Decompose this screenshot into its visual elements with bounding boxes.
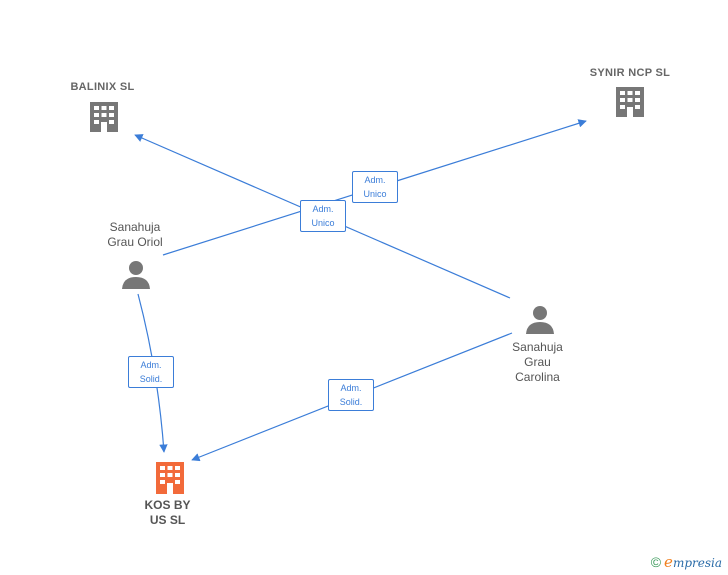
node-label-line: Sanahuja: [109, 220, 161, 234]
node-label-line: US SL: [149, 513, 186, 527]
node-label-line: Sanahuja: [512, 340, 563, 354]
node-label-balinix[interactable]: BALINIX SL: [70, 81, 135, 93]
node-label-carolina[interactable]: Sanahuja Grau Carolina: [495, 340, 580, 385]
node-label-line: Carolina: [515, 370, 560, 384]
edge-label-adm-unico[interactable]: Adm. Unico: [300, 200, 346, 232]
person-icon[interactable]: [122, 261, 150, 289]
edge-label-line: Adm.: [340, 383, 362, 393]
edge-label-adm-solid[interactable]: Adm. Solid.: [128, 356, 174, 388]
brand-logo: empresia: [664, 553, 722, 571]
node-label-line: Grau Oriol: [107, 235, 163, 249]
person-icon[interactable]: [526, 306, 554, 334]
copyright-icon: ©: [650, 554, 662, 570]
building-icon[interactable]: [616, 87, 644, 117]
edge-label-adm-solid[interactable]: Adm. Solid.: [328, 379, 374, 411]
edge-label-line: Adm.: [364, 175, 386, 185]
edge-label-line: Adm.: [140, 360, 162, 370]
node-label-oriol[interactable]: Sanahuja Grau Oriol: [90, 220, 180, 250]
edge-label-line: Unico: [311, 218, 335, 228]
copyright-brand: ©empresia: [651, 553, 722, 571]
node-label-kos[interactable]: KOS BY US SL: [125, 498, 210, 528]
edge-label-line: Adm.: [312, 204, 334, 214]
edge-label-line: Solid.: [139, 374, 163, 384]
edge-label-line: Solid.: [339, 397, 363, 407]
main-company-icon[interactable]: [156, 462, 184, 494]
node-label-line: Grau: [524, 355, 551, 369]
edge-label-adm-unico[interactable]: Adm. Unico: [352, 171, 398, 203]
edge-label-line: Unico: [363, 189, 387, 199]
building-icon[interactable]: [90, 102, 118, 132]
node-label-line: KOS BY: [144, 498, 191, 512]
node-label-synir[interactable]: SYNIR NCP SL: [589, 67, 671, 79]
